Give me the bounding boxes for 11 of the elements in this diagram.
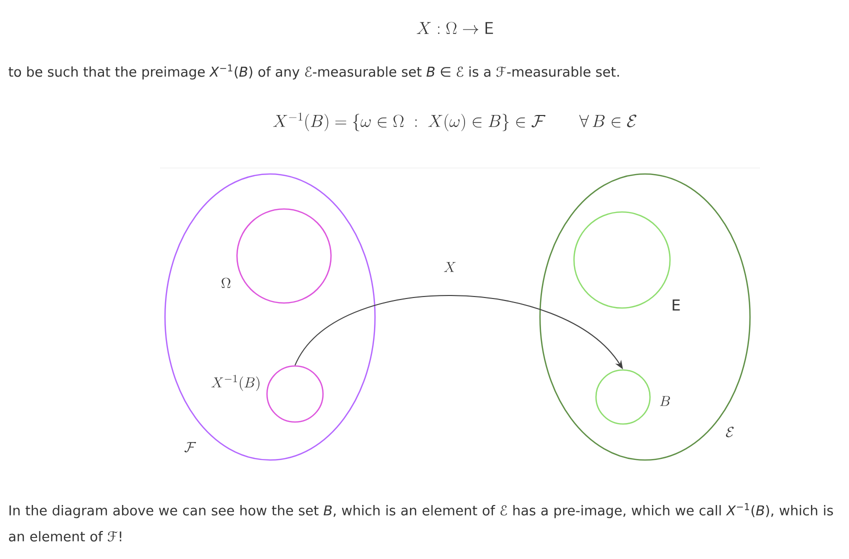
set-label: $\mathcal{E}$ xyxy=(726,426,734,438)
edge-label: $X$ xyxy=(442,261,458,273)
paragraph: In the diagram above we can see how the set B, which is an element of ℰ has a pre-image, which we call X$^{−1}$(B), which is an element of ℱ! xyxy=(9,503,833,542)
set-label: $\mathcal{F}$ xyxy=(184,442,196,452)
set-label: $B$ xyxy=(660,396,670,406)
set-label: $X^{-1}(B)$ xyxy=(211,374,260,391)
formula: $X^{-1}(B) = \{\omega \in \Omega \;:\; X(\omega) \in B\} \in \mathcal{F} \qquad \forall\, B \in \mathcal{E}$ xyxy=(273,112,636,132)
set-label: E xyxy=(672,300,680,310)
set-label: $\Omega$ xyxy=(222,278,230,288)
formula: $X : \Omega \rightarrow \mathsf{E}$ xyxy=(416,22,493,34)
sentence: to be such that the preimage X$^{−1}$(B) of any ℰ-measurable set B ∈ ℰ is a ℱ-measurable set. xyxy=(8,64,619,80)
